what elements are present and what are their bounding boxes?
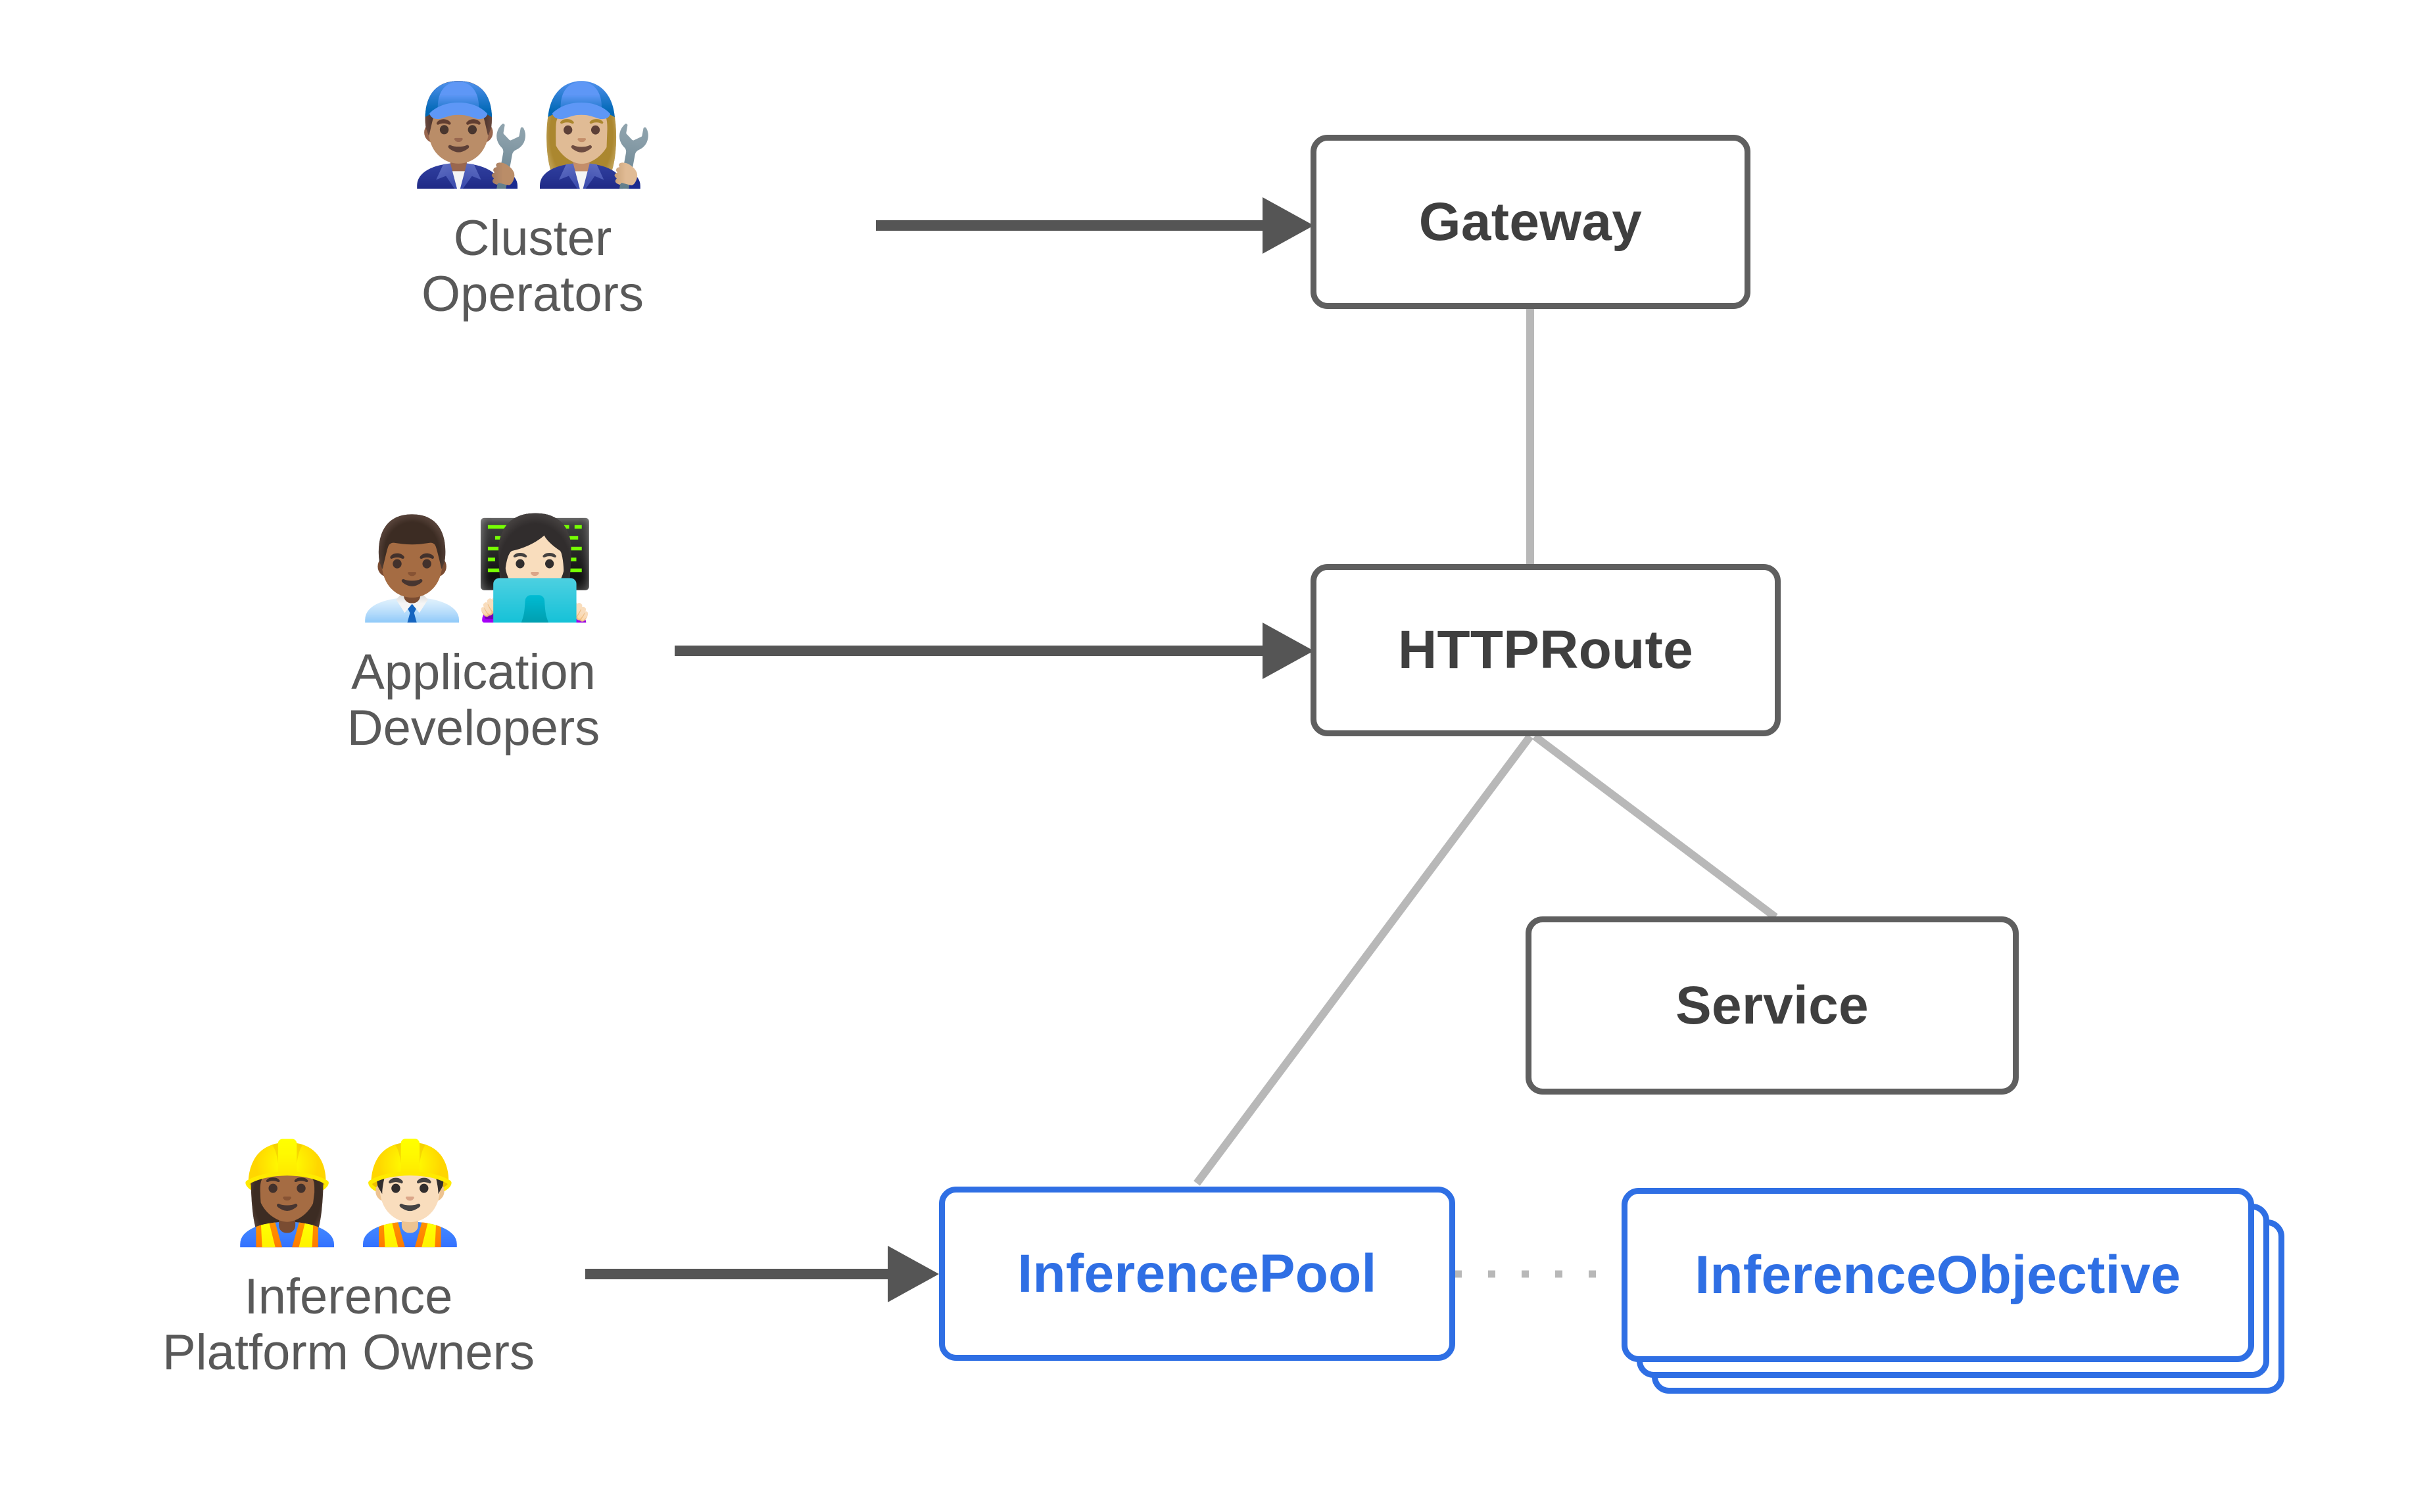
connector-httproute-service [1532, 733, 1778, 920]
node-inferenceobjective[interactable]: InferenceObjective [1622, 1188, 2254, 1362]
office-worker-and-technologist-emoji: 👨🏾‍💼👩🏻‍💻 [350, 511, 596, 626]
actor-inference-platform-owners: 👷🏾‍♀️👷🏻‍♂️ Inference Platform Owners [151, 1144, 546, 1381]
node-gateway[interactable]: Gateway [1311, 135, 1750, 309]
actor-application-developers: 👨🏾‍💼👩🏻‍💻 Application Developers [302, 519, 644, 756]
node-label-inferencepool: InferencePool [1017, 1243, 1377, 1304]
arrow-cluster-operators-to-gateway [876, 197, 1314, 254]
node-httproute[interactable]: HTTPRoute [1311, 564, 1781, 736]
node-label-inferenceobjective: InferenceObjective [1695, 1244, 2181, 1305]
mechanic-pair-emoji: 👨🏽‍🔧👩🏼‍🔧 [410, 78, 656, 192]
actor-cluster-operators: 👨🏽‍🔧👩🏼‍🔧 Cluster Operators [368, 85, 697, 322]
actor-label-inference-platform-owners: Inference Platform Owners [162, 1269, 535, 1381]
actor-label-cluster-operators: Cluster Operators [422, 210, 644, 323]
node-inferencepool[interactable]: InferencePool [939, 1187, 1455, 1361]
connector-httproute-inferencepool [1193, 734, 1533, 1186]
actor-label-application-developers: Application Developers [347, 644, 600, 757]
node-label-httproute: HTTPRoute [1397, 620, 1694, 680]
arrow-application-developers-to-httproute [675, 623, 1314, 679]
construction-worker-pair-emoji: 👷🏾‍♀️👷🏻‍♂️ [226, 1136, 471, 1250]
node-label-service: Service [1675, 975, 1869, 1035]
node-service[interactable]: Service [1526, 916, 2019, 1095]
node-label-gateway: Gateway [1418, 191, 1643, 252]
arrow-inference-platform-owners-to-inferencepool [585, 1246, 939, 1302]
